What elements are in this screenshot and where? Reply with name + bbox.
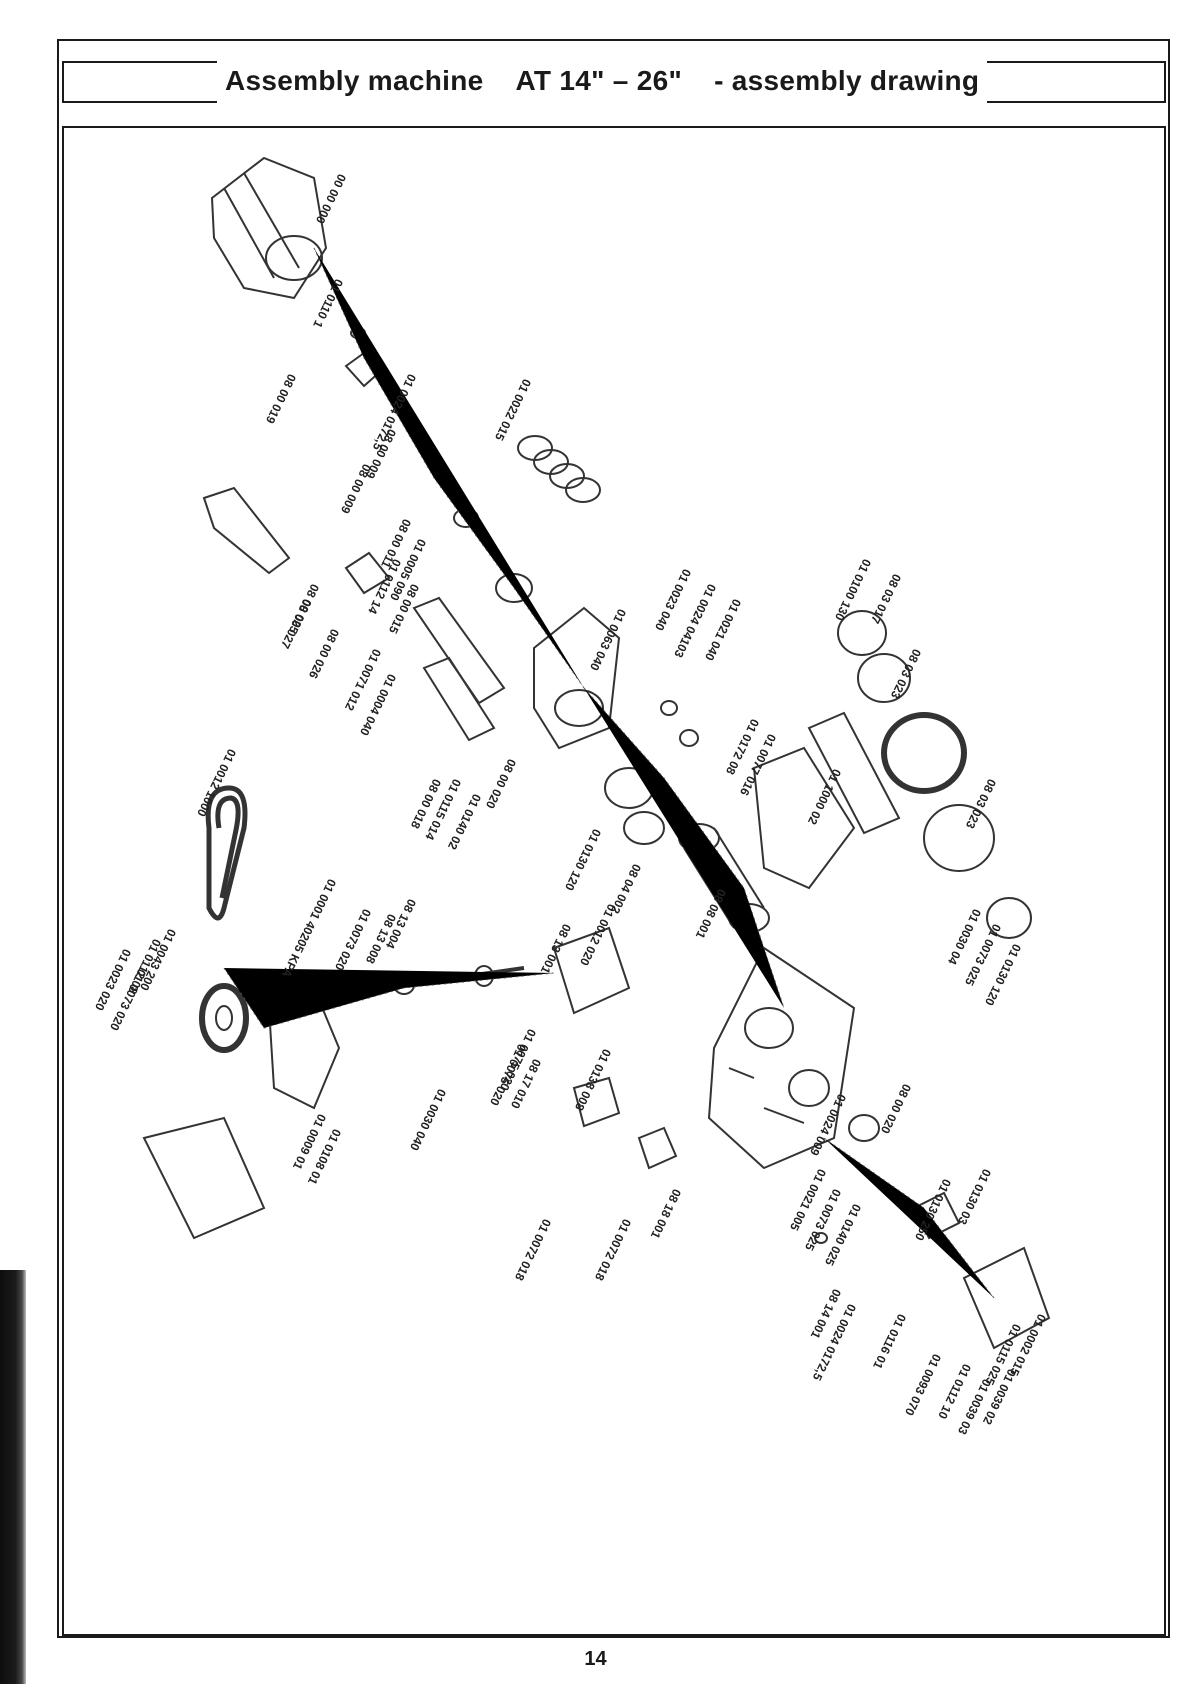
lower-plate-part	[422, 656, 496, 742]
part-label: 01 0116 01	[870, 1312, 909, 1372]
part-label: 01 0030 040	[407, 1087, 449, 1153]
end-cover-part	[962, 1246, 1051, 1350]
part-label: 08 00 026	[306, 627, 342, 681]
header-title: Assembly machine AT 14" – 26" - assembly d…	[217, 59, 988, 103]
bracket-clamp-part	[344, 551, 391, 595]
part-label: 01 0130 120	[562, 827, 604, 893]
pulley-part	[199, 983, 249, 1053]
part-label: 01 0024 009	[807, 1092, 849, 1158]
part-label: 01 0012 020	[577, 902, 619, 968]
bracket-part	[202, 486, 291, 575]
ring-part	[857, 653, 911, 703]
model-text: AT 14" – 26"	[515, 65, 683, 96]
part-label: 08 08 001	[693, 887, 729, 941]
part-label: 01 0072 018	[512, 1217, 554, 1283]
part-label: 01 0093 070	[902, 1352, 944, 1418]
part-label: 08 00 020	[878, 1082, 914, 1136]
part-label: 01 0022 015	[492, 377, 534, 443]
cover-tray-part	[752, 746, 856, 890]
part-label: 01 0072 018	[592, 1217, 634, 1283]
leader-lines	[223, 247, 995, 1299]
mounting-plate-part	[412, 596, 506, 705]
part-label: 08 03 017	[868, 572, 904, 626]
seal-part	[660, 700, 678, 716]
binding-edge	[0, 1270, 26, 1684]
part-label: 08 00 027	[278, 597, 314, 651]
ring-part	[837, 610, 887, 656]
clip-part	[637, 1126, 678, 1170]
title-text: Assembly machine	[225, 65, 484, 96]
drawing-frame	[62, 126, 1166, 1636]
part-label: 08 18 001	[648, 1187, 684, 1241]
part-label: 01 0001 40205 KPA	[279, 877, 339, 980]
belt-part	[205, 785, 248, 921]
center-bracket-part	[552, 926, 631, 1015]
seal-part	[679, 729, 699, 747]
cushion-part	[142, 1116, 266, 1240]
part-label: 01 1000 02	[805, 767, 844, 827]
gasket-part	[807, 711, 901, 835]
page-number: 14	[584, 1648, 607, 1670]
part-label: 01 0130 03	[955, 1167, 994, 1227]
part-label: 08 00 020	[483, 757, 519, 811]
part-label: 01 0073 020	[332, 907, 374, 973]
page-frame	[57, 39, 1170, 1638]
part-label: 01 0138 008	[572, 1047, 614, 1113]
flange-part	[923, 804, 995, 872]
gear-part	[848, 1114, 880, 1142]
part-label: 08 00 019	[263, 372, 299, 426]
screw-part	[814, 1232, 828, 1244]
cup-part	[572, 1076, 621, 1128]
header: Assembly machine AT 14" – 26" - assembly d…	[62, 59, 1166, 103]
ring-gear-part	[881, 712, 967, 794]
subtitle-text: - assembly drawing	[714, 65, 980, 96]
part-shapes	[142, 156, 1051, 1350]
part-label: 08 03 023	[963, 777, 999, 831]
part-label: 08 00 009	[338, 462, 374, 516]
bushing-part	[623, 811, 665, 845]
top-clamp-part	[210, 156, 328, 300]
gearbox-housing-part	[707, 946, 856, 1170]
ring-part	[986, 897, 1032, 939]
part-label: 08 13 001	[538, 922, 574, 976]
o-rings	[517, 435, 601, 503]
